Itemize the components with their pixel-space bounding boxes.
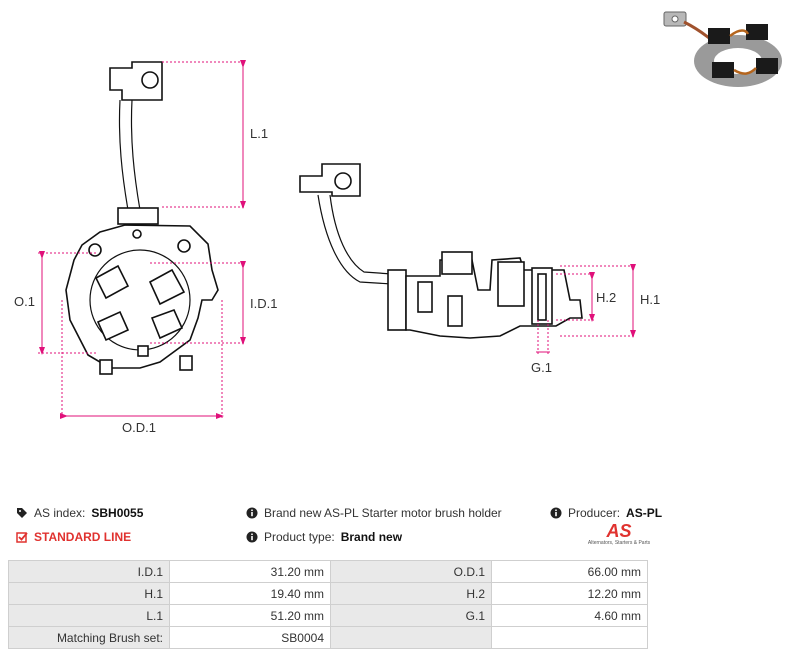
info-icon	[246, 531, 258, 543]
info-icon	[550, 507, 562, 519]
spec-value: 51.20 mm	[169, 604, 331, 627]
description-text: Brand new AS-PL Starter motor brush hold…	[264, 506, 502, 520]
description-row: Brand new AS-PL Starter motor brush hold…	[246, 506, 502, 520]
brush-holder-side-view	[299, 163, 583, 339]
producer-row: Producer: AS-PL	[550, 506, 662, 520]
as-index-label: AS index:	[34, 506, 86, 520]
g1-label: G.1	[531, 360, 552, 375]
tag-icon	[16, 507, 28, 519]
id1-label: I.D.1	[250, 296, 277, 311]
producer-label: Producer:	[568, 506, 621, 520]
l1-label: L.1	[250, 126, 268, 141]
as-index-row: AS index: SBH0055	[16, 506, 143, 520]
logo-mark: AS	[606, 521, 632, 541]
spec-label: I.D.1	[8, 560, 170, 583]
spec-value: 4.60 mm	[491, 604, 648, 627]
checkbox-icon	[16, 531, 28, 543]
as-index-value: SBH0055	[91, 506, 144, 520]
product-type-row: Product type: Brand new	[246, 530, 402, 544]
product-photo	[650, 6, 796, 96]
brush-holder-front-view	[65, 61, 219, 375]
spec-label: H.2	[330, 582, 492, 605]
table-row: I.D.1 31.20 mm O.D.1 66.00 mm	[8, 560, 648, 583]
spec-value: 19.40 mm	[169, 582, 331, 605]
logo-tagline: Alternators, Starters & Parts	[587, 540, 651, 546]
product-type-label: Product type:	[264, 530, 335, 544]
h1-label: H.1	[640, 292, 660, 307]
table-row: Matching Brush set: SB0004	[8, 626, 648, 649]
spec-value: 12.20 mm	[491, 582, 648, 605]
as-pl-logo: AS Alternators, Starters & Parts	[586, 522, 652, 554]
line-label: STANDARD LINE	[34, 530, 132, 544]
line-row: STANDARD LINE	[16, 530, 131, 544]
product-type-value: Brand new	[340, 530, 403, 544]
spec-value: 66.00 mm	[491, 560, 648, 583]
od1-label: O.D.1	[122, 420, 156, 435]
spec-value: 31.20 mm	[169, 560, 331, 583]
o1-label: O.1	[14, 294, 35, 309]
spec-label: G.1	[330, 604, 492, 627]
spec-label: O.D.1	[330, 560, 492, 583]
spec-label: L.1	[8, 604, 170, 627]
spec-value: SB0004	[169, 626, 331, 649]
technical-drawing: L.1 O.1 I.D.1 O.D.1 H.1 H.2 G.1	[14, 60, 660, 435]
info-icon	[246, 507, 258, 519]
h2-label: H.2	[596, 290, 616, 305]
spec-label: Matching Brush set:	[8, 626, 170, 649]
table-row: L.1 51.20 mm G.1 4.60 mm	[8, 604, 648, 627]
producer-value: AS-PL	[626, 506, 663, 520]
spec-label: H.1	[8, 582, 170, 605]
spec-value	[491, 626, 648, 649]
spec-label	[330, 626, 492, 649]
table-row: H.1 19.40 mm H.2 12.20 mm	[8, 582, 648, 605]
spec-table: I.D.1 31.20 mm O.D.1 66.00 mm H.1 19.40 …	[8, 560, 648, 649]
